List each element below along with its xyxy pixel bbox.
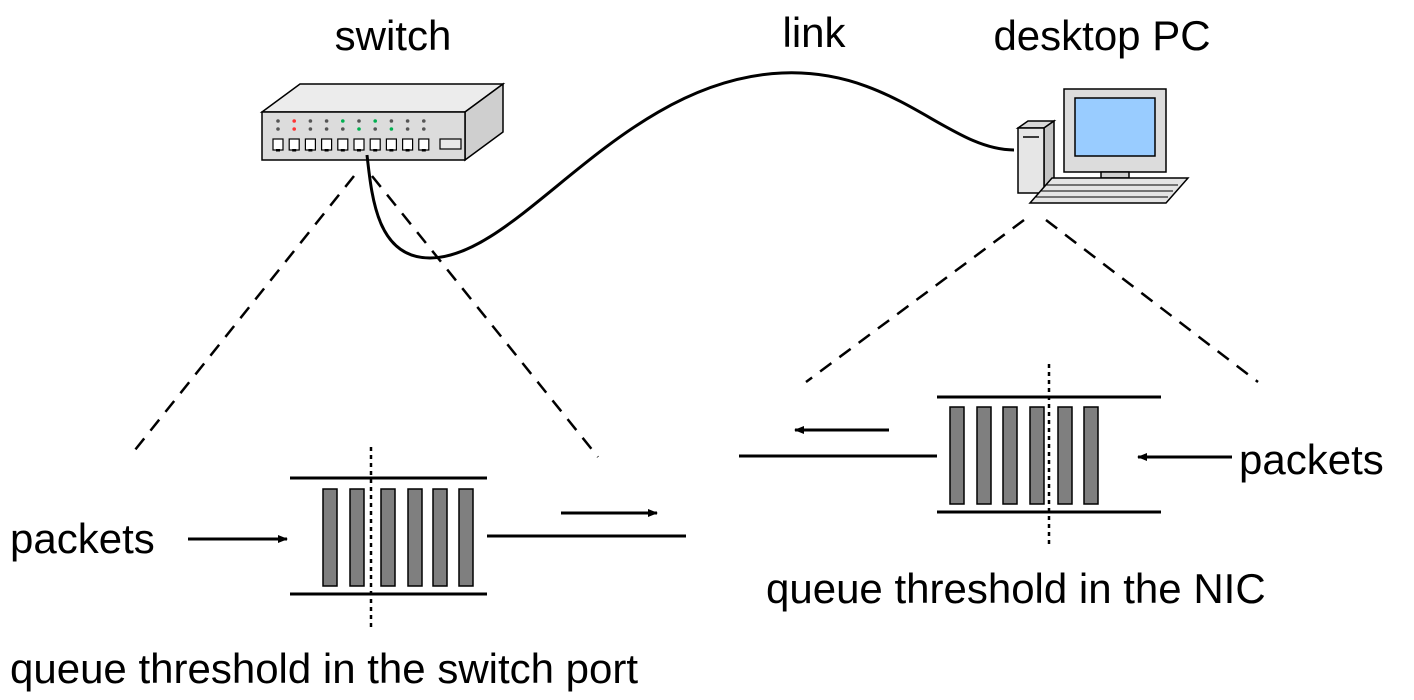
nic-queue (739, 364, 1232, 547)
port-latch (373, 149, 378, 152)
port-latch (405, 149, 410, 152)
ethernet-port (321, 138, 333, 151)
port-latch (421, 149, 426, 152)
status-led (308, 119, 313, 123)
desktop-computer-icon (1015, 88, 1190, 204)
status-led (341, 119, 345, 123)
status-led (276, 127, 280, 131)
switch-zoom-line-left (130, 175, 355, 456)
status-led (405, 119, 410, 123)
port-latch (389, 149, 394, 152)
status-led (373, 119, 378, 123)
status-led (405, 127, 410, 131)
nic-queue-caption: queue threshold in the NIC (766, 565, 1266, 612)
port-latch (308, 149, 313, 152)
uplink-port (439, 138, 462, 150)
switch-port-queue (188, 447, 686, 628)
link-label: link (782, 9, 846, 56)
nic-zoom-line-left (805, 218, 1025, 384)
packets-label-left: packets (10, 515, 155, 562)
status-led (422, 119, 426, 123)
status-led (292, 119, 297, 123)
switch-zoom-line-right (371, 175, 599, 458)
packet-block (380, 488, 396, 587)
status-led (389, 119, 394, 123)
status-led (357, 119, 361, 123)
packet-block (432, 488, 448, 587)
port-latch (276, 149, 280, 152)
packet-block (458, 488, 474, 587)
ethernet-port (402, 138, 414, 151)
port-latch (340, 149, 345, 152)
port-latch (324, 149, 329, 152)
ethernet-port (418, 138, 430, 151)
packet-block (322, 488, 338, 587)
ethernet-port (385, 138, 397, 151)
packet-block (349, 488, 365, 587)
ethernet-port (288, 138, 300, 151)
status-led (341, 127, 345, 131)
packet-block (1083, 406, 1099, 505)
status-led (292, 127, 297, 131)
status-led (389, 127, 394, 131)
status-led (357, 127, 361, 131)
packets-label-right: packets (1239, 436, 1384, 483)
switch-label: switch (335, 12, 452, 59)
status-led (324, 127, 329, 131)
status-led (422, 127, 426, 131)
status-led (276, 119, 280, 123)
packet-block (976, 406, 992, 505)
desktop-label: desktop PC (993, 12, 1210, 59)
ethernet-port (369, 138, 381, 151)
ethernet-port (337, 138, 349, 151)
packet-block (949, 406, 965, 505)
status-led (373, 127, 378, 131)
status-led (324, 119, 329, 123)
packet-block (1029, 406, 1045, 505)
port-latch (357, 149, 361, 152)
nic-zoom-line-right (1045, 219, 1259, 383)
ethernet-port (304, 138, 316, 151)
port-latch (292, 149, 297, 152)
status-led (308, 127, 313, 131)
ethernet-port (272, 138, 284, 151)
packet-block (407, 488, 423, 587)
network-switch-icon (259, 82, 506, 162)
ethernet-port (353, 138, 365, 151)
link-cable (365, 71, 1015, 260)
switch-queue-caption: queue threshold in the switch port (10, 645, 638, 692)
packet-block (1002, 406, 1018, 505)
packet-block (1057, 406, 1073, 505)
